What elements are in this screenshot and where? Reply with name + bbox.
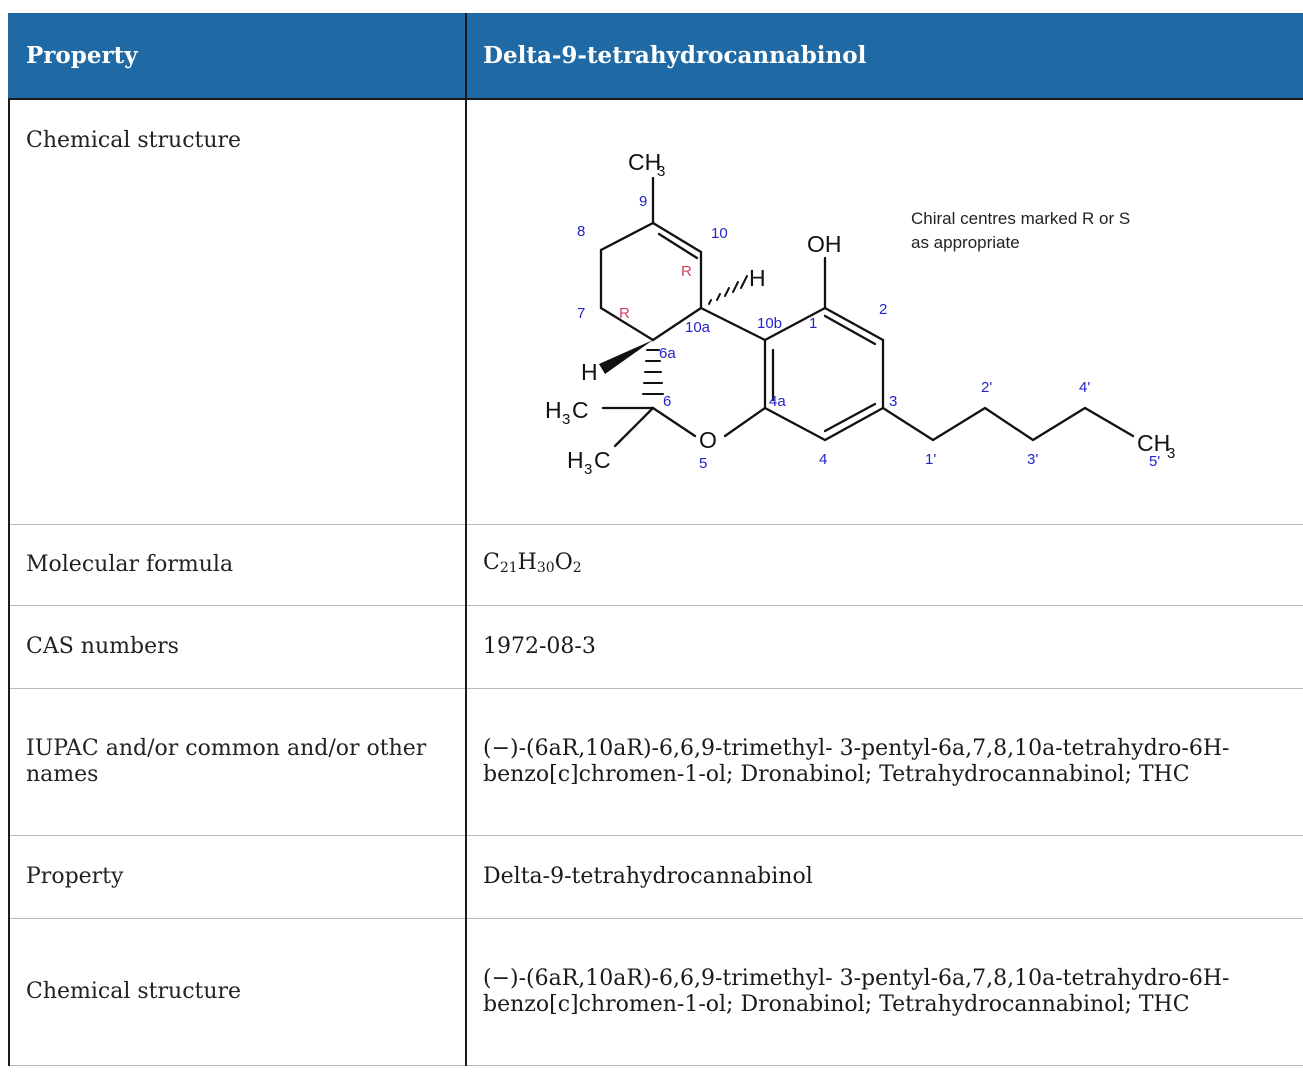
- molecular-formula-value: C21H30O2: [465, 524, 1303, 606]
- svg-text:10a: 10a: [685, 319, 711, 336]
- table-row: CAS numbers 1972-08-3: [8, 605, 1303, 689]
- svg-text:4a: 4a: [769, 393, 786, 410]
- svg-text:R: R: [681, 263, 692, 280]
- table-row: Chemical structure: [8, 99, 1303, 525]
- row-label: Property: [8, 835, 466, 919]
- svg-text:H: H: [545, 397, 562, 423]
- row-label: CAS numbers: [8, 605, 466, 689]
- compound-name-value: Delta-9-tetrahydrocannabinol: [465, 835, 1303, 919]
- structure-names-value: (−)-(6aR,10aR)-6,6,9-trimethyl- 3-pentyl…: [465, 918, 1303, 1066]
- svg-text:CH: CH: [628, 149, 661, 175]
- table-row: Molecular formula C21H30O2: [8, 524, 1303, 606]
- table-row: IUPAC and/or common and/or other names (…: [8, 688, 1303, 836]
- svg-text:H: H: [749, 265, 766, 291]
- svg-text:4: 4: [819, 451, 827, 468]
- table-row: Property Delta-9-tetrahydrocannabinol: [8, 835, 1303, 919]
- svg-text:O: O: [699, 427, 717, 453]
- svg-text:3: 3: [889, 393, 897, 410]
- structure-cell: CH 3 OH H H O H 3 C H 3 C CH 3: [465, 99, 1303, 525]
- cas-number-value: 1972-08-3: [465, 605, 1303, 689]
- svg-text:6: 6: [663, 393, 671, 410]
- svg-text:6a: 6a: [659, 345, 676, 362]
- svg-text:Chiral centres marked R or S: Chiral centres marked R or S: [911, 209, 1130, 228]
- table-header-row: Property Delta-9-tetrahydrocannabinol: [8, 13, 1303, 100]
- svg-text:1: 1: [809, 315, 817, 332]
- svg-text:OH: OH: [807, 231, 842, 257]
- svg-text:1': 1': [925, 451, 936, 468]
- svg-text:7: 7: [577, 305, 585, 322]
- svg-text:10b: 10b: [757, 315, 782, 332]
- svg-text:3: 3: [1167, 445, 1175, 462]
- svg-text:4': 4': [1079, 379, 1090, 396]
- svg-text:H: H: [581, 359, 598, 385]
- svg-text:3: 3: [562, 411, 570, 428]
- svg-text:10: 10: [711, 225, 728, 242]
- header-compound: Delta-9-tetrahydrocannabinol: [465, 13, 1303, 100]
- header-property: Property: [8, 13, 466, 100]
- chemical-structure-diagram: CH 3 OH H H O H 3 C H 3 C CH 3: [545, 149, 1175, 478]
- svg-text:8: 8: [577, 223, 585, 240]
- row-label: Chemical structure: [8, 918, 466, 1066]
- svg-text:3': 3': [1027, 451, 1038, 468]
- svg-text:C: C: [572, 397, 589, 423]
- row-label: IUPAC and/or common and/or other names: [8, 688, 466, 836]
- row-label: Molecular formula: [8, 524, 466, 606]
- svg-text:CH: CH: [1137, 430, 1170, 456]
- document-page: Property Delta-9-tetrahydrocannabinol Ch…: [8, 13, 1303, 1081]
- svg-text:2': 2': [981, 379, 992, 396]
- svg-text:as appropriate: as appropriate: [911, 233, 1020, 252]
- property-table: Property Delta-9-tetrahydrocannabinol Ch…: [8, 13, 1303, 1066]
- iupac-names-value: (−)-(6aR,10aR)-6,6,9-trimethyl- 3-pentyl…: [465, 688, 1303, 836]
- svg-text:3: 3: [584, 461, 592, 478]
- svg-text:9: 9: [639, 193, 647, 210]
- svg-text:C: C: [594, 447, 611, 473]
- row-label: Chemical structure: [8, 99, 466, 525]
- svg-text:5: 5: [699, 455, 707, 472]
- svg-text:5': 5': [1149, 453, 1160, 470]
- svg-text:2: 2: [879, 301, 887, 318]
- svg-text:3: 3: [657, 163, 665, 180]
- svg-text:H: H: [567, 447, 584, 473]
- table-row: Chemical structure (−)-(6aR,10aR)-6,6,9-…: [8, 918, 1303, 1066]
- svg-text:R: R: [619, 305, 630, 322]
